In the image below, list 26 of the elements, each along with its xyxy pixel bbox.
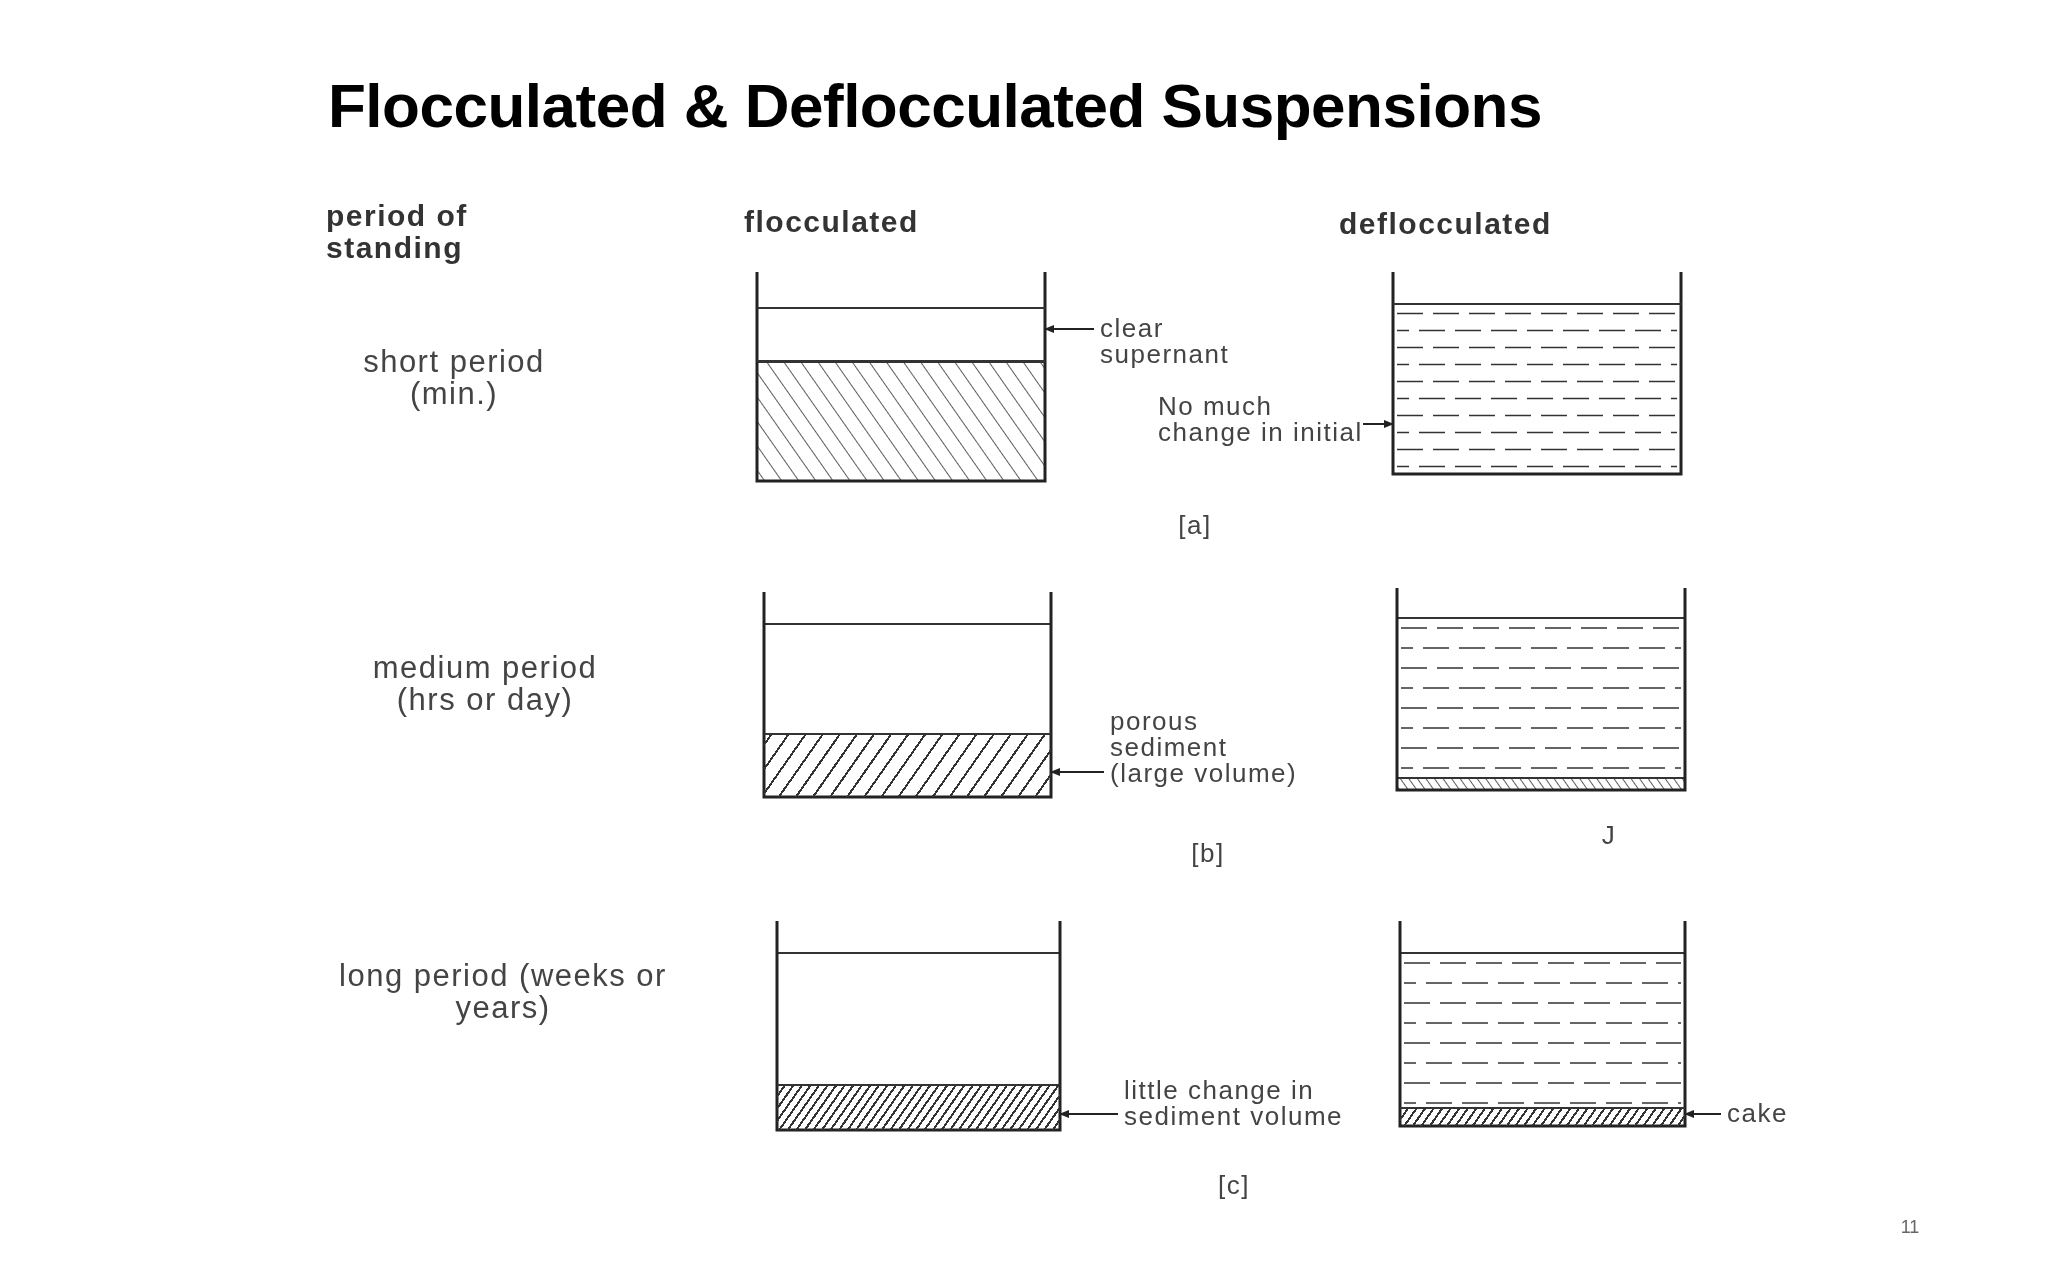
- annotation-label: clear supernant: [1100, 315, 1300, 375]
- layer-region: [764, 733, 1051, 797]
- annotation-label: cake: [1727, 1100, 1817, 1130]
- annotation-label: No much change in initial: [1158, 393, 1363, 478]
- row-label: medium period (hrs or day): [371, 652, 599, 716]
- panel-label: [b]: [1190, 840, 1226, 866]
- slide-title: Flocculated & Deflocculated Suspensions: [328, 70, 1543, 141]
- leader-arrow: [1050, 768, 1105, 776]
- row-label: long period (weeks or years): [338, 960, 668, 1024]
- row-label: short period (min.): [362, 346, 546, 410]
- column-heading: period of standing: [326, 200, 469, 264]
- layer-region: [757, 307, 1045, 362]
- annotation-label: little change in sediment volume: [1124, 1077, 1379, 1162]
- leader-arrow: [1044, 325, 1095, 333]
- annotation-label: porous sediment (large volume): [1110, 708, 1310, 818]
- panel-label: [c]: [1217, 1172, 1251, 1198]
- column-heading: flocculated: [744, 206, 920, 238]
- column-heading: deflocculated: [1339, 208, 1553, 240]
- leader-arrow: [1362, 420, 1394, 428]
- leader-arrow: [1684, 1110, 1722, 1118]
- page-number: 11: [1899, 1216, 1921, 1239]
- panel-label: [a]: [1177, 512, 1213, 538]
- layer-region: [1400, 1107, 1685, 1126]
- layer-region: [777, 1084, 1060, 1130]
- leader-arrow: [1059, 1110, 1119, 1118]
- letter-mark: J: [1600, 822, 1618, 848]
